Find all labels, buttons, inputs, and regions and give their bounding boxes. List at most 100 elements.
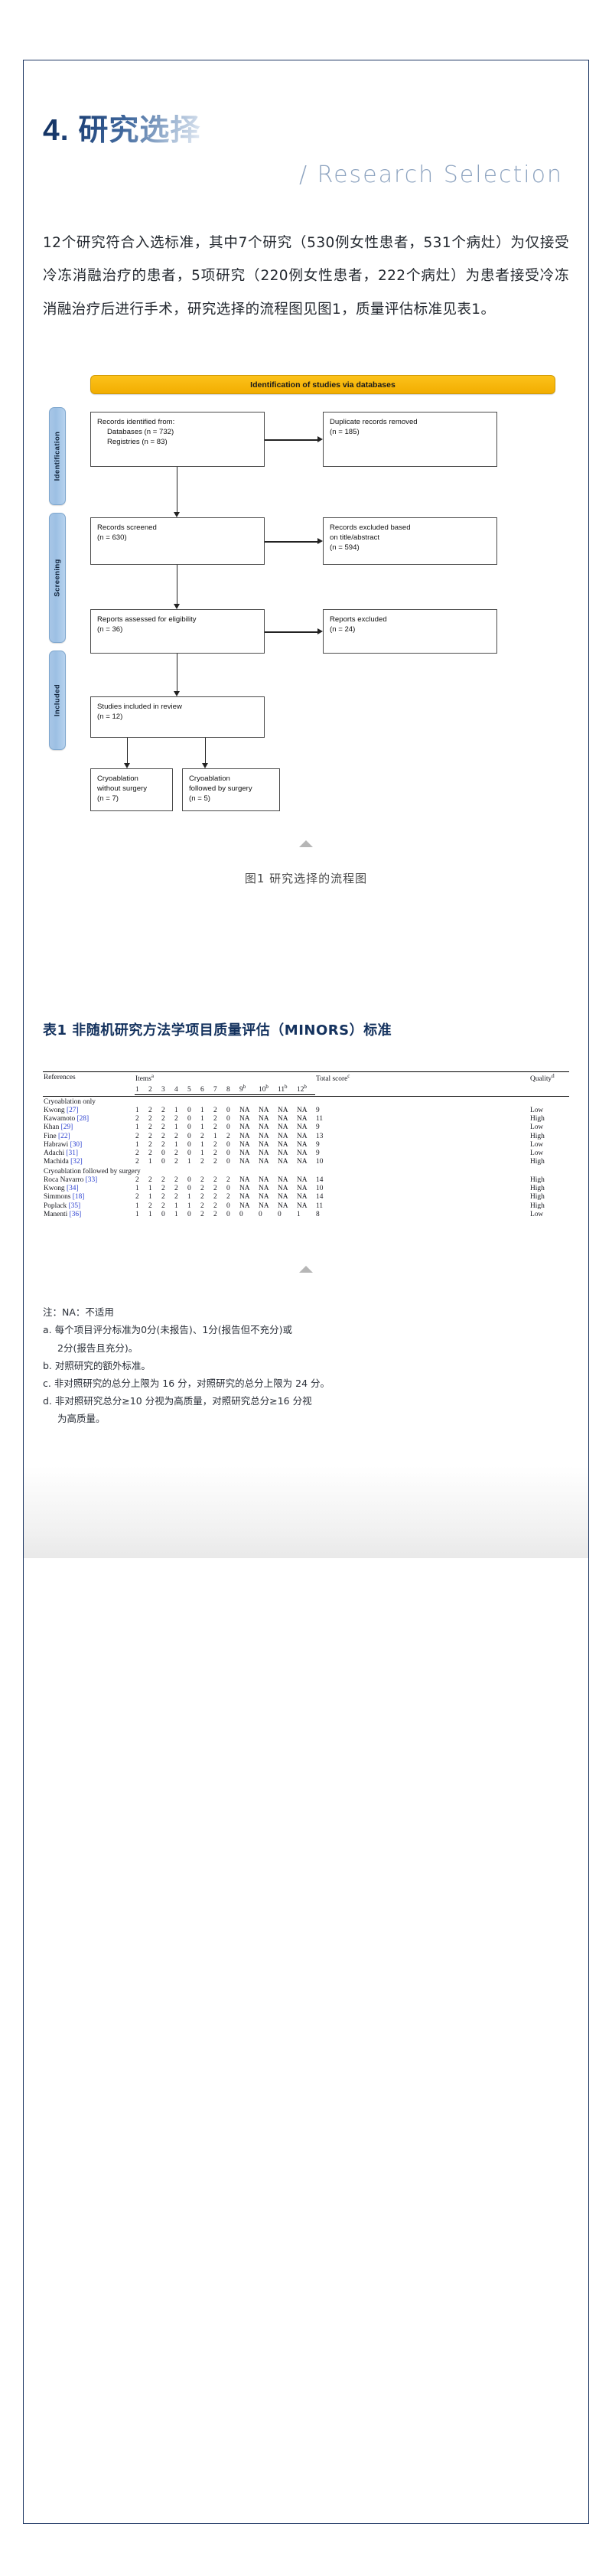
- row-reference: Fine [22]: [43, 1132, 135, 1140]
- box-records-identified: Records identified from: Databases (n = …: [90, 412, 265, 468]
- row-item-11: NA: [278, 1115, 288, 1123]
- row-quality: Low: [530, 1107, 544, 1115]
- row-item-11: NA: [278, 1185, 288, 1193]
- row-item-7: 2: [213, 1149, 217, 1158]
- row-item-11: NA: [278, 1202, 288, 1210]
- row-item-10: NA: [259, 1132, 269, 1140]
- body-paragraph: 12个研究符合入选标准，其中7个研究（530例女性患者，531个病灶）为仅接受冷…: [43, 234, 569, 318]
- row-quality: High: [530, 1115, 545, 1123]
- row-item-4: 2: [174, 1176, 178, 1185]
- row-item-1: 1: [135, 1202, 139, 1210]
- row-item-8: 0: [226, 1115, 230, 1123]
- row-item-12: NA: [297, 1193, 308, 1202]
- row-item-6: 2: [200, 1185, 204, 1193]
- row-item-8: 0: [226, 1140, 230, 1149]
- prisma-flow-diagram: Identification of studies via databases …: [43, 367, 569, 812]
- minors-table-wrap: References Itemsa Total scorec Qualityd: [43, 1071, 569, 1218]
- minors-quality-table: References Itemsa Total scorec Qualityd: [43, 1071, 569, 1218]
- row-citation-link[interactable]: [34]: [66, 1185, 79, 1193]
- row-reference: Adachi [31]: [43, 1149, 135, 1157]
- header-references: References: [43, 1071, 135, 1084]
- row-item-9: NA: [239, 1185, 250, 1193]
- note-a-line2: 2分(报告且充分)。: [57, 1342, 138, 1354]
- row-citation-link[interactable]: [18]: [72, 1193, 85, 1202]
- row-citation-link[interactable]: [28]: [76, 1115, 90, 1123]
- row-item-9: NA: [239, 1140, 250, 1149]
- row-citation-link[interactable]: [29]: [60, 1123, 73, 1132]
- row-citation-link[interactable]: [32]: [70, 1158, 83, 1166]
- row-item-8: 0: [226, 1158, 230, 1166]
- row-quality: Low: [530, 1140, 544, 1149]
- row-item-12: NA: [297, 1132, 308, 1140]
- stage-label-screening-text: Screening: [53, 559, 62, 598]
- table-group-row: Cryoablation only: [43, 1096, 569, 1106]
- row-item-2: 2: [148, 1140, 152, 1149]
- collapse-caret-icon-2[interactable]: [299, 1266, 313, 1273]
- row-citation-link[interactable]: [30]: [70, 1140, 83, 1149]
- row-item-11: NA: [278, 1123, 288, 1132]
- row-item-10: 0: [259, 1210, 262, 1218]
- row-item-3: 2: [161, 1132, 165, 1140]
- item-col-10: 10b: [258, 1083, 277, 1095]
- row-item-1: 2: [135, 1115, 139, 1123]
- row-item-8: 2: [226, 1132, 230, 1140]
- row-item-7: 2: [213, 1115, 217, 1123]
- records-excluded-line3: (n = 594): [330, 543, 360, 552]
- cryo-surg-line3: (n = 5): [189, 794, 210, 803]
- row-citation-link[interactable]: [33]: [85, 1176, 98, 1185]
- row-item-11: 0: [278, 1210, 282, 1218]
- row-item-8: 0: [226, 1210, 230, 1218]
- row-item-7: 2: [213, 1107, 217, 1115]
- row-item-10: NA: [259, 1115, 269, 1123]
- row-citation-link[interactable]: [31]: [66, 1149, 79, 1158]
- row-item-7: 2: [213, 1176, 217, 1185]
- row-item-5: 0: [187, 1115, 191, 1123]
- row-item-4: 1: [174, 1202, 178, 1210]
- row-item-6: 2: [200, 1158, 204, 1166]
- studies-included-line2: (n = 12): [97, 712, 123, 721]
- row-citation-link[interactable]: [27]: [66, 1107, 79, 1115]
- item-col-3: 3: [161, 1083, 174, 1095]
- row-citation-link[interactable]: [22]: [58, 1132, 70, 1140]
- row-item-2: 2: [148, 1123, 152, 1132]
- row-quality: High: [530, 1202, 545, 1210]
- row-citation-link[interactable]: [36]: [69, 1210, 82, 1218]
- collapse-caret-icon[interactable]: [299, 840, 313, 848]
- stage-label-screening: Screening: [49, 513, 66, 644]
- row-total-score: 10: [316, 1185, 324, 1193]
- item-col-1: 1: [135, 1083, 148, 1095]
- row-total-score: 10: [316, 1158, 324, 1166]
- figure-caption: 图1 研究选择的流程图: [244, 872, 368, 886]
- cryo-nosurg-line2: without surgery: [97, 784, 148, 793]
- row-reference: Manenti [36]: [43, 1210, 135, 1218]
- item-col-11: 11b: [277, 1083, 296, 1095]
- row-item-6: 1: [200, 1123, 204, 1132]
- stage-label-included-text: Included: [53, 684, 62, 717]
- row-reference: Machida [32]: [43, 1158, 135, 1166]
- row-item-8: 0: [226, 1123, 230, 1132]
- row-total-score: 11: [316, 1115, 324, 1123]
- row-quality: Low: [530, 1210, 544, 1218]
- row-quality: High: [530, 1158, 545, 1166]
- row-citation-link[interactable]: [35]: [68, 1202, 81, 1210]
- row-item-12: 1: [297, 1210, 301, 1218]
- row-item-6: 2: [200, 1193, 204, 1202]
- row-reference: Poplack [35]: [43, 1202, 135, 1210]
- item-col-7: 7: [213, 1083, 226, 1095]
- arrow-screened-to-excluded: [317, 537, 323, 544]
- row-item-11: NA: [278, 1176, 288, 1185]
- row-item-1: 2: [135, 1193, 139, 1202]
- connector-included-to-surg: [205, 738, 207, 765]
- row-item-5: 0: [187, 1210, 191, 1218]
- row-reference: Khan [29]: [43, 1123, 135, 1132]
- row-item-6: 2: [200, 1202, 204, 1210]
- row-reference: Kwong [27]: [43, 1107, 135, 1115]
- section-header: 4. 研究选择 / Research Selection: [43, 60, 569, 188]
- row-item-2: 2: [148, 1202, 152, 1210]
- row-quality: Low: [530, 1123, 544, 1132]
- row-item-3: 0: [161, 1210, 165, 1218]
